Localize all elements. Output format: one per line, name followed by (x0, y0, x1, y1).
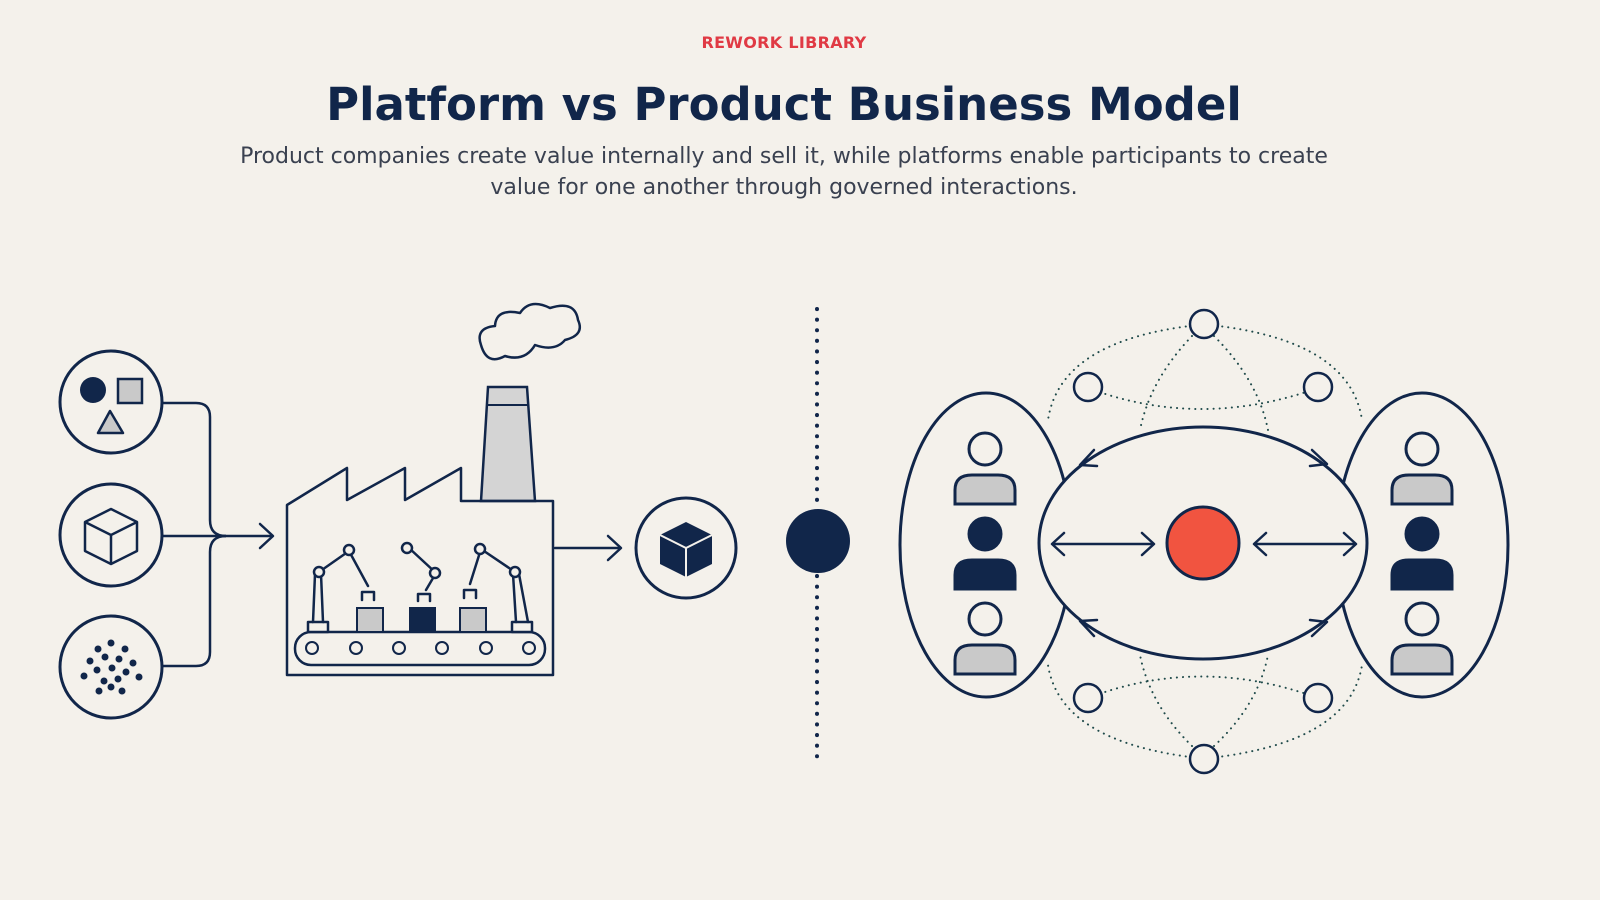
factory-icon (285, 302, 582, 677)
divider-node (786, 509, 850, 573)
page-title: Platform vs Product Business Model (326, 78, 1242, 131)
divider (786, 307, 850, 767)
user-icon-filled (1390, 516, 1454, 591)
platform-core-node (1165, 505, 1241, 581)
input-connectors (162, 401, 275, 668)
user-icon (953, 431, 1017, 506)
user-icon (1390, 601, 1454, 676)
product-cube-icon (634, 496, 738, 600)
output-arrow (553, 534, 623, 562)
network-nodes (1072, 308, 1334, 775)
network-lines (1047, 324, 1363, 759)
robot-arms (306, 541, 534, 634)
product-model (58, 302, 738, 720)
kicker-label: REWORK LIBRARY (701, 33, 867, 52)
user-icon (1390, 431, 1454, 506)
platform-model (898, 308, 1510, 775)
page-subtitle: Product companies create value internall… (240, 144, 1328, 200)
user-icon-filled (953, 516, 1017, 591)
particles-icon (58, 614, 164, 720)
cube-outline-icon (58, 482, 164, 588)
shapes-icon (58, 349, 164, 455)
flow-arrows (1050, 448, 1358, 638)
user-icon (953, 601, 1017, 676)
smoke-cloud-icon (478, 302, 582, 361)
conveyor-belt (293, 630, 547, 667)
